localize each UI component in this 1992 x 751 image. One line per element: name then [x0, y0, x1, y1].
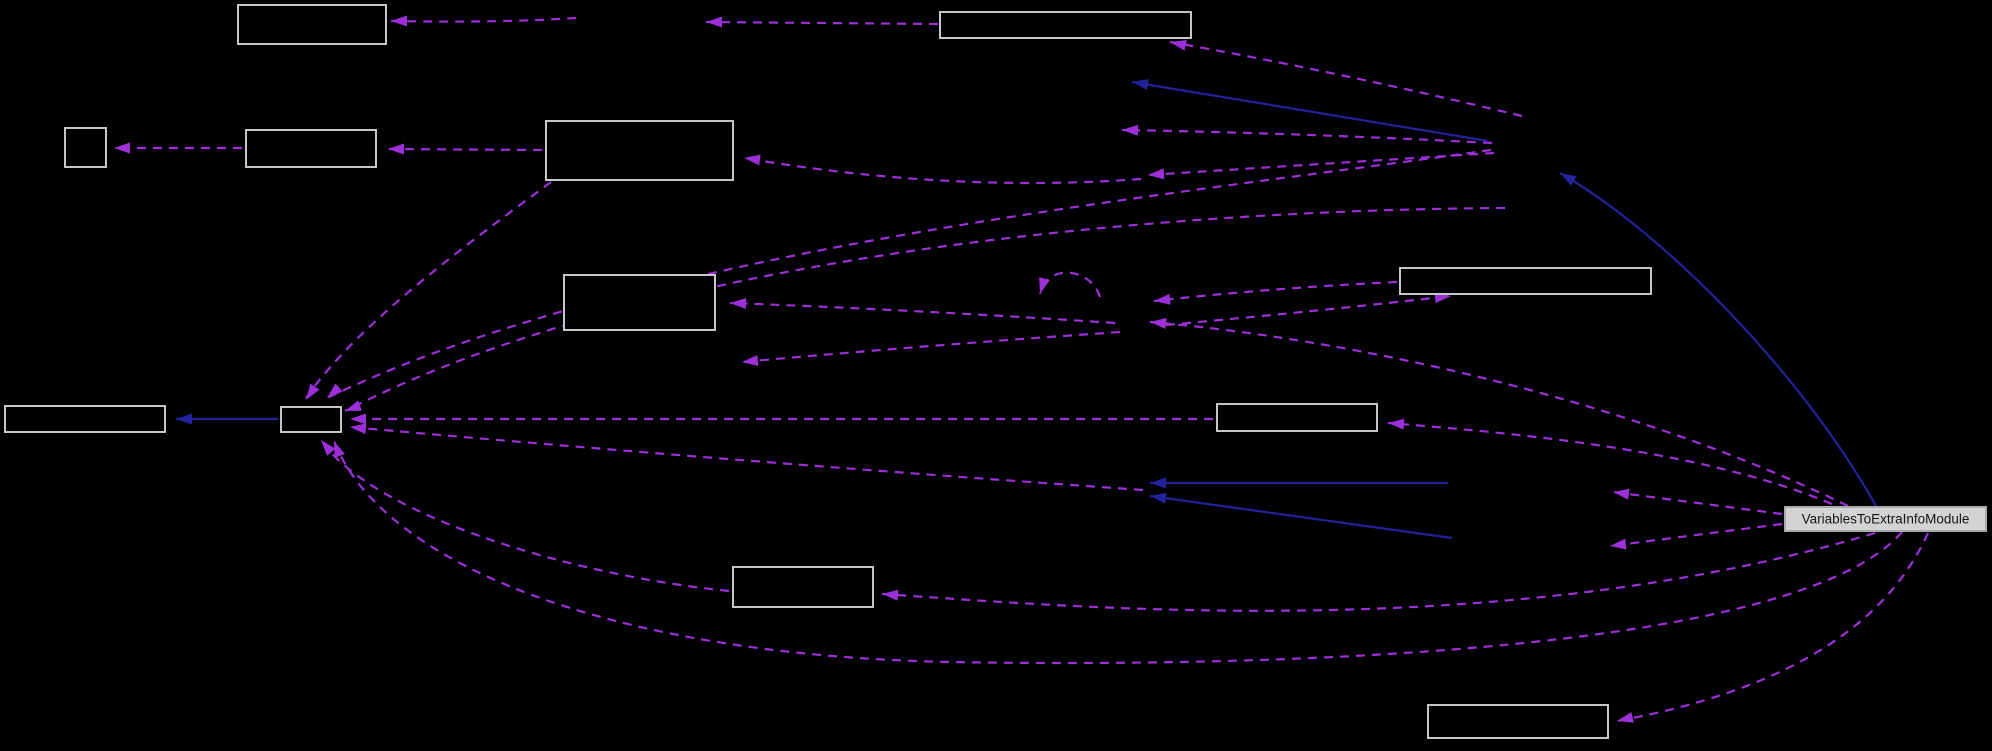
node-box-far-left[interactable] — [4, 405, 166, 433]
edge-uses-0 — [390, 16, 577, 23]
arrowhead-icon — [1617, 712, 1634, 723]
edge-inherits-29 — [1149, 494, 1453, 540]
arrowhead-icon — [306, 383, 320, 400]
edge-uses-21 — [1038, 271, 1102, 298]
arrowhead-icon — [1150, 317, 1167, 329]
arrowhead-icon — [1610, 538, 1627, 550]
arrowhead-icon — [1388, 418, 1405, 430]
edge-uses-2 — [1169, 40, 1523, 118]
arrowhead-icon — [1148, 168, 1165, 180]
edge-uses-18 — [1165, 294, 1452, 327]
node-box-bottom-right[interactable] — [1427, 704, 1609, 739]
edge-uses-20 — [1149, 320, 1849, 507]
edge-uses-16 — [1612, 490, 1783, 516]
edge-uses-1 — [705, 20, 939, 26]
edge-uses-22 — [729, 301, 1116, 325]
edge-uses-7 — [344, 206, 1506, 412]
arrowhead-icon — [1170, 39, 1187, 51]
edge-uses-12 — [332, 440, 1903, 665]
edge-uses-24 — [387, 147, 543, 152]
node-box-small-left[interactable] — [64, 127, 107, 168]
edge-uses-13 — [881, 531, 1876, 612]
edge-uses-14 — [1616, 532, 1930, 723]
node-box-top-left[interactable] — [237, 4, 387, 45]
arrowhead-icon — [334, 441, 345, 458]
arrowhead-icon — [1132, 79, 1149, 90]
edge-uses-10 — [349, 425, 1144, 492]
node-box-right-wide[interactable] — [1399, 267, 1652, 295]
arrowhead-icon — [1039, 277, 1050, 294]
arrowhead-icon — [706, 16, 722, 28]
node-box-mid-left[interactable] — [563, 274, 716, 331]
edge-uses-3 — [1121, 128, 1493, 145]
arrowhead-icon — [391, 15, 407, 27]
node-box-row2-third[interactable] — [545, 120, 734, 181]
arrowhead-icon — [350, 423, 367, 435]
node-box-row2-second[interactable] — [245, 129, 377, 168]
arrowhead-icon — [1150, 492, 1167, 504]
arrowhead-icon — [388, 143, 404, 155]
arrowhead-icon — [345, 400, 362, 411]
arrowhead-icon — [350, 413, 366, 425]
edge-uses-15 — [1387, 421, 1833, 506]
arrowhead-icon — [742, 355, 759, 367]
arrowhead-icon — [744, 154, 761, 166]
edge-inherits-27 — [1131, 80, 1489, 143]
edge-inherits-30 — [1559, 172, 1877, 507]
arrowhead-icon — [327, 383, 343, 398]
node-box-top-center[interactable] — [939, 11, 1192, 39]
arrowhead-icon — [882, 589, 899, 601]
node-box-hub[interactable] — [280, 406, 342, 433]
edge-uses-17 — [1609, 522, 1783, 548]
edge-uses-5 — [743, 156, 1142, 185]
arrowhead-icon — [321, 440, 336, 456]
arrowhead-icon — [1122, 124, 1139, 136]
node-label-variables-to-extra-info-module: VariablesToExtraInfoModule — [1802, 512, 1970, 527]
edge-uses-8 — [305, 181, 552, 399]
arrowhead-icon — [114, 142, 130, 154]
arrowhead-icon — [1613, 488, 1630, 500]
node-box-bottom-center[interactable] — [732, 566, 874, 608]
arrowhead-icon — [730, 298, 747, 310]
arrowhead-icon — [1560, 173, 1577, 186]
arrowhead-icon — [1150, 477, 1166, 489]
arrowhead-icon — [1154, 293, 1171, 305]
arrowhead-icon — [176, 413, 192, 425]
edge-uses-23 — [741, 330, 1121, 364]
edge-uses-19 — [1153, 280, 1398, 303]
edge-uses-11 — [320, 439, 730, 593]
node-variables-to-extra-info-module[interactable] — [1784, 506, 1987, 532]
node-box-mid-right[interactable] — [1216, 403, 1378, 432]
edge-uses-6 — [326, 148, 1492, 399]
